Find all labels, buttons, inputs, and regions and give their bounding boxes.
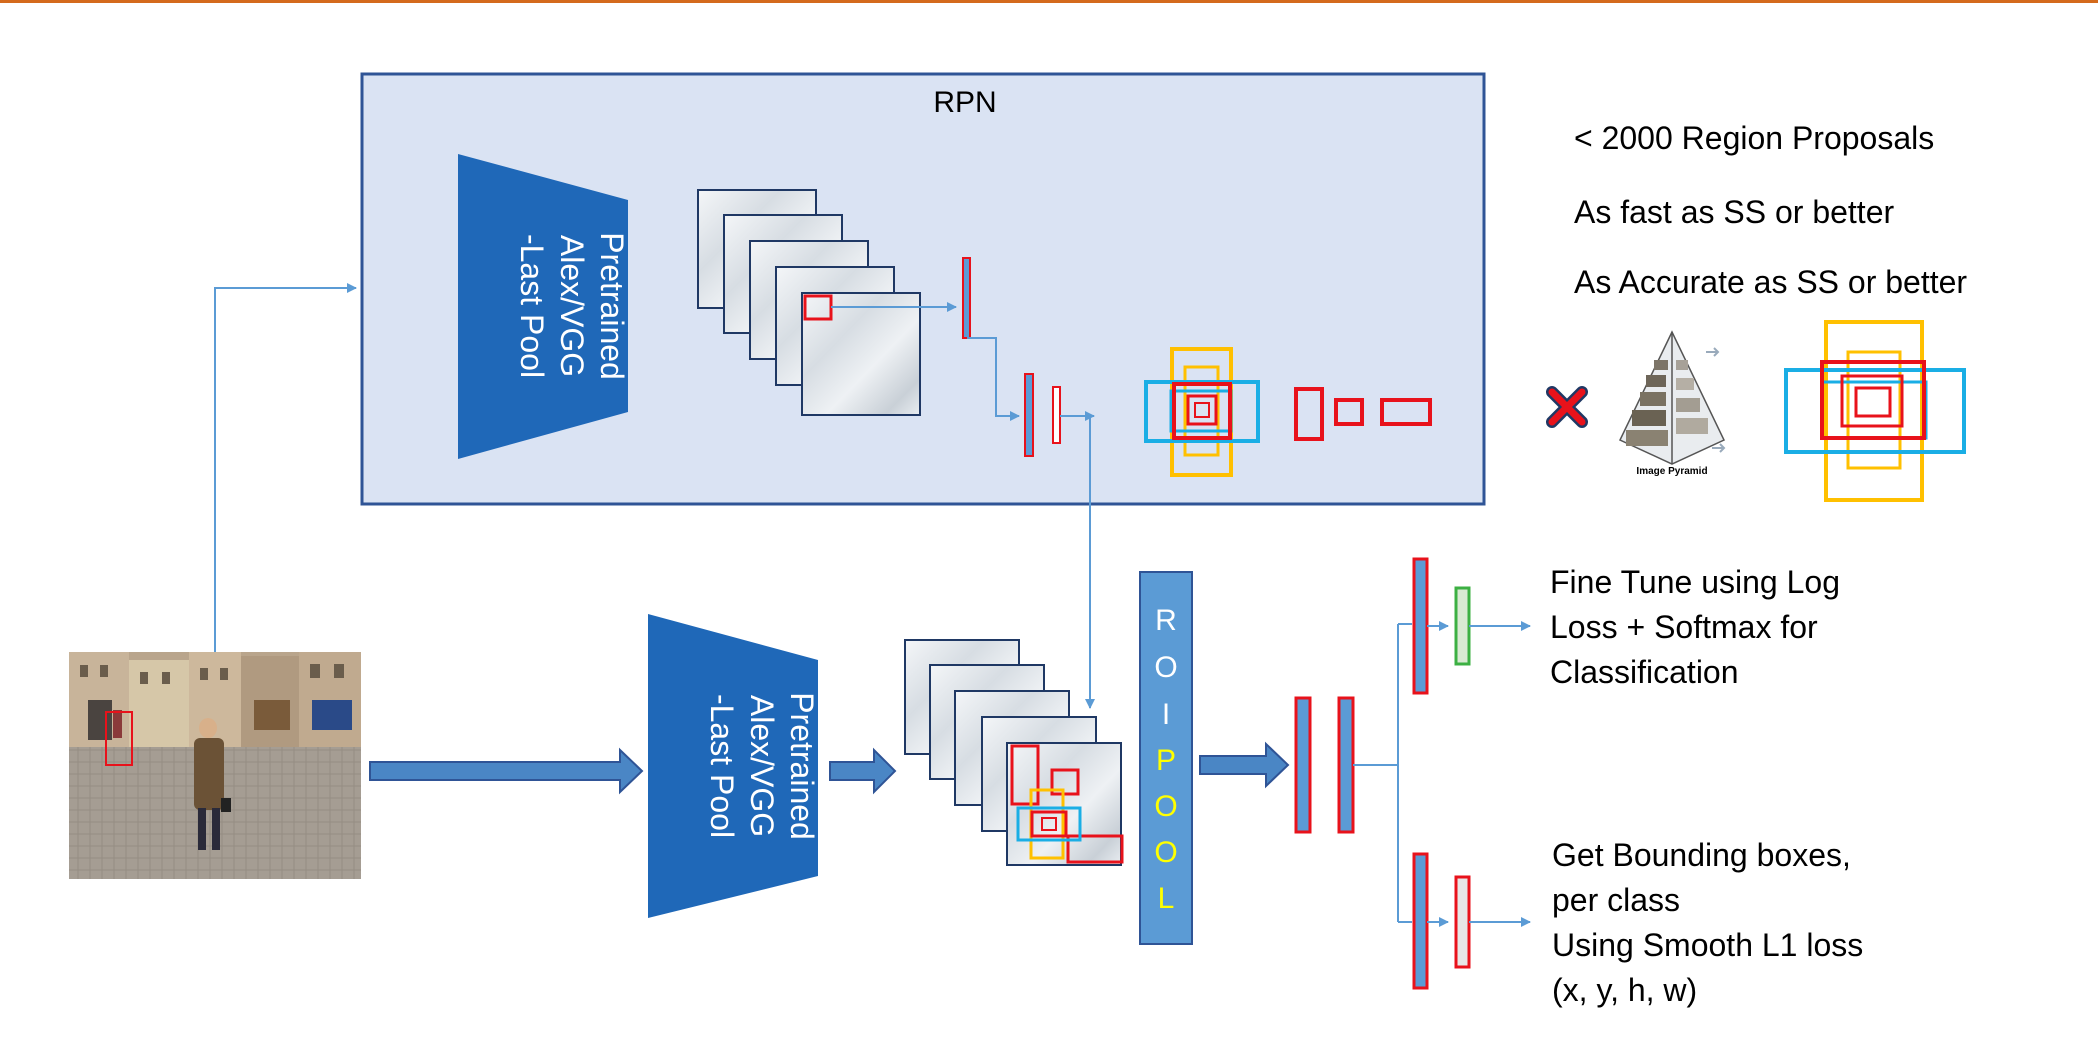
rpn-backbone-line3: -Last Pool [514,234,550,378]
cls-text-line1: Fine Tune using Log [1550,564,1840,600]
backbone-line2: Alex/VGG [744,695,780,837]
fast-rcnn-backbone: Pretrained Alex/VGG -Last Pool [648,614,820,918]
rpn-intermediate-layer [962,257,971,339]
rpn-anchor-boxes [1144,347,1260,477]
reg-text-line4: (x, y, h, w) [1552,972,1697,1008]
backbone-line1: Pretrained [784,692,820,840]
fc-layer-1 [1294,696,1312,834]
roi-letter-5: O [1154,790,1177,823]
anchor-example [1784,320,1966,502]
roi-letter-2: O [1154,651,1177,684]
main-arrow-2 [829,747,897,795]
rpn-backbone: Pretrained Alex/VGG -Last Pool [458,154,630,459]
rpn-cls-layer [1024,373,1034,457]
reg-text-line3: Using Smooth L1 loss [1552,927,1863,963]
roi-letter-4: P [1156,744,1176,777]
note-speed: As fast as SS or better [1574,194,1894,230]
backbone-line3: -Last Pool [704,694,740,838]
fc-layer-2 [1337,696,1355,834]
image-to-rpn-arrow [214,283,357,652]
pyramid-caption: Image Pyramid [1636,466,1707,477]
cross-icon [1546,386,1588,428]
image-pyramid-icon: Image Pyramid [1618,330,1726,477]
rpn-reg-layer [1052,386,1061,444]
rpn-feature-maps [697,189,921,416]
bbox-reg-layer [1454,875,1471,969]
cls-fc-layer [1412,557,1429,695]
main-arrow-3 [1199,741,1290,789]
roi-letter-7: L [1158,882,1175,915]
note-proposals: < 2000 Region Proposals [1574,120,1934,156]
cls-text-line3: Classification [1550,654,1739,690]
rpn-title: RPN [933,86,996,119]
cls-text-line2: Loss + Softmax for [1550,609,1818,645]
input-image [69,652,361,879]
top-accent-bar [0,0,2098,3]
rpn-down-arrow [967,337,1020,421]
rpn-backbone-line1: Pretrained [594,232,630,380]
reg-text-line1: Get Bounding boxes, [1552,837,1851,873]
roi-pool-layer: R O I P O O L [1139,571,1193,945]
main-arrow-1 [369,747,644,795]
fast-rcnn-feature-maps [904,639,1124,866]
roi-letter-1: R [1155,604,1177,637]
roi-letter-3: I [1162,698,1170,731]
note-accuracy: As Accurate as SS or better [1574,264,1967,300]
roi-letter-6: O [1154,836,1177,869]
rpn-anchor-shapes [1294,387,1432,441]
softmax-layer [1454,586,1471,666]
reg-text-line2: per class [1552,882,1680,918]
rpn-backbone-line2: Alex/VGG [554,235,590,377]
reg-fc-layer [1412,852,1429,990]
input-person-box [105,711,133,766]
